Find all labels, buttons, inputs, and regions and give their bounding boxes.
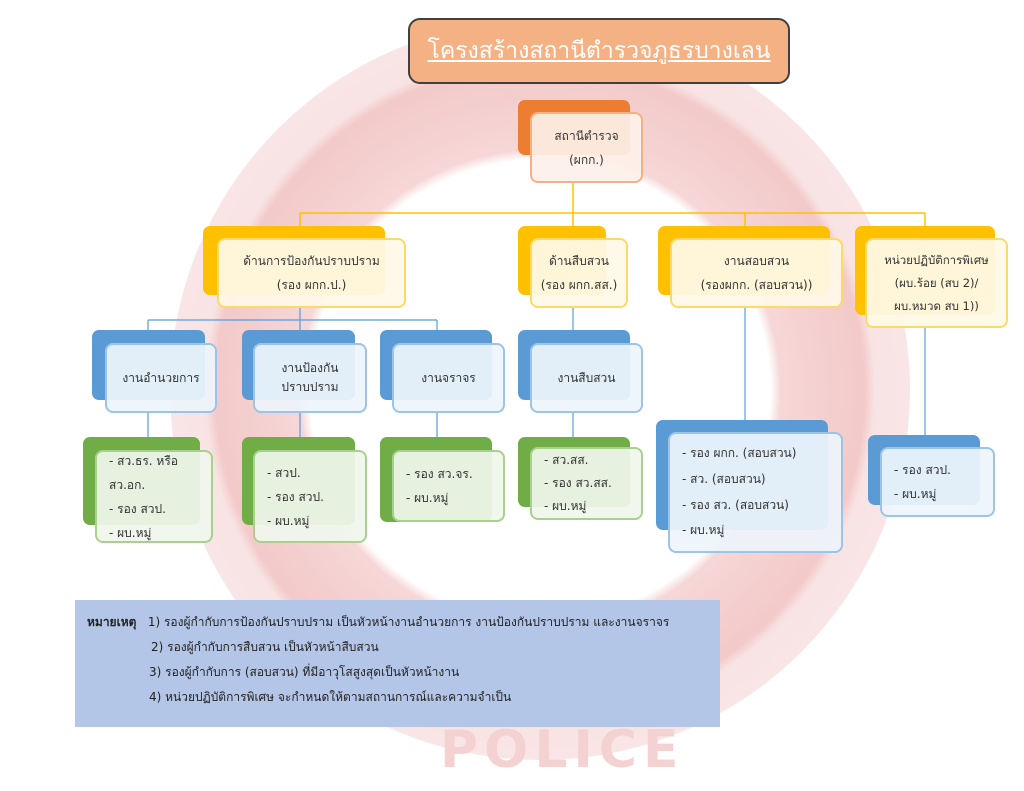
unit-traffic: งานจราจร — [392, 343, 505, 413]
station-box: สถานีตำรวจ (ผกก.) — [530, 112, 643, 183]
remarks-label: หมายเหตุ — [87, 615, 137, 629]
division-head: (รองผกก. (สอบสวน)) — [700, 278, 813, 292]
unit-name: งานป้องกัน — [281, 360, 339, 375]
unit-admin: งานอำนวยการ — [105, 343, 217, 413]
division-name: ด้านสืบสวน — [549, 254, 609, 268]
staff-item: - รอง สว.สส. — [544, 476, 612, 491]
staff-item: - ผบ.หมู่ — [682, 523, 725, 538]
unit-prevention: งานป้องกันปราบปราม — [253, 343, 367, 413]
division-head: (รอง ผกก.สส.) — [540, 278, 618, 292]
watermark-police: POLICE — [440, 720, 685, 780]
staff-item: - สวป. — [267, 465, 301, 480]
staff-item: - รอง สว. (สอบสวน) — [682, 497, 789, 512]
staff-item: - ผบ.หมู่ — [109, 525, 152, 540]
station-name: สถานีตำรวจ — [554, 128, 619, 143]
staff-item: - รอง สวป. — [267, 489, 324, 504]
division-name: หน่วยปฏิบัติการพิเศษ — [884, 252, 989, 267]
division-name: งานสอบสวน — [723, 254, 790, 268]
staff-item: - รอง สว.จร. — [406, 467, 473, 481]
remark-1: 1) รองผู้กำกับการป้องกันปราบปราม เป็นหัว… — [147, 615, 670, 629]
yellow-connectors — [299, 183, 926, 238]
remark-2: 2) รองผู้กำกับการสืบสวน เป็นหัวหน้าสืบสว… — [151, 640, 379, 654]
staff-list-special-ops: - รอง สวป. - ผบ.หมู่ — [880, 447, 995, 517]
unit-name-cont: ปราบปราม — [281, 380, 339, 394]
staff-item: - สว.ธร. หรือ สว.อก. — [109, 453, 178, 492]
unit-name: งานสืบสวน — [557, 371, 616, 385]
division-special-ops: หน่วยปฏิบัติการพิเศษ (ผบ.ร้อย (สบ 2)/ ผบ… — [865, 238, 1008, 328]
staff-list-prevention: - สวป. - รอง สวป. - ผบ.หมู่ — [253, 450, 367, 543]
staff-item: - รอง ผกก. (สอบสวน) — [682, 445, 797, 460]
staff-list-traffic: - รอง สว.จร. - ผบ.หมู่ — [392, 450, 505, 522]
station-role: (ผกก.) — [569, 152, 604, 167]
staff-item: - ผบ.หมู่ — [894, 487, 937, 501]
division-inquiry: งานสอบสวน (รองผกก. (สอบสวน)) — [670, 238, 843, 308]
staff-item: - ผบ.หมู่ — [544, 498, 587, 513]
division-prevention: ด้านการป้องกันปราบปราม (รอง ผกก.ป.) — [217, 238, 406, 308]
division-head: (ผบ.ร้อย (สบ 2)/ — [894, 275, 979, 290]
staff-item: - รอง สวป. — [109, 501, 166, 516]
staff-list-investigation: - สว.สส. - รอง สว.สส. - ผบ.หมู่ — [530, 447, 643, 520]
staff-item: - สว.สส. — [544, 453, 589, 468]
division-name: ด้านการป้องกันปราบปราม — [243, 254, 380, 268]
division-head: (รอง ผกก.ป.) — [276, 278, 347, 292]
unit-investigation: งานสืบสวน — [530, 343, 643, 413]
division-head-alt: ผบ.หมวด สบ 1)) — [894, 298, 979, 313]
unit-name: งานอำนวยการ — [122, 371, 200, 385]
staff-item: - ผบ.หมู่ — [406, 491, 449, 505]
staff-item: - สว. (สอบสวน) — [682, 471, 766, 486]
staff-item: - ผบ.หมู่ — [267, 513, 310, 528]
remark-3: 3) รองผู้กำกับการ (สอบสวน) ที่มีอาวุโสสู… — [149, 665, 460, 679]
unit-name: งานจราจร — [421, 371, 476, 385]
division-investigation: ด้านสืบสวน (รอง ผกก.สส.) — [530, 238, 628, 308]
chart-title: โครงสร้างสถานีตำรวจภูธรบางเลน — [427, 38, 771, 64]
staff-list-admin: - สว.ธร. หรือ สว.อก. - รอง สวป. - ผบ.หมู่ — [95, 450, 213, 543]
staff-list-inquiry: - รอง ผกก. (สอบสวน) - สว. (สอบสวน) - รอง ส… — [668, 432, 843, 553]
chart-title-box: โครงสร้างสถานีตำรวจภูธรบางเลน — [408, 18, 790, 84]
remark-4: 4) หน่วยปฏิบัติการพิเศษ จะกำหนดให้ตามสถา… — [149, 690, 512, 704]
staff-item: - รอง สวป. — [894, 463, 951, 477]
remarks-box: หมายเหตุ 1) รองผู้กำกับการป้องกันปราบปรา… — [75, 600, 720, 727]
